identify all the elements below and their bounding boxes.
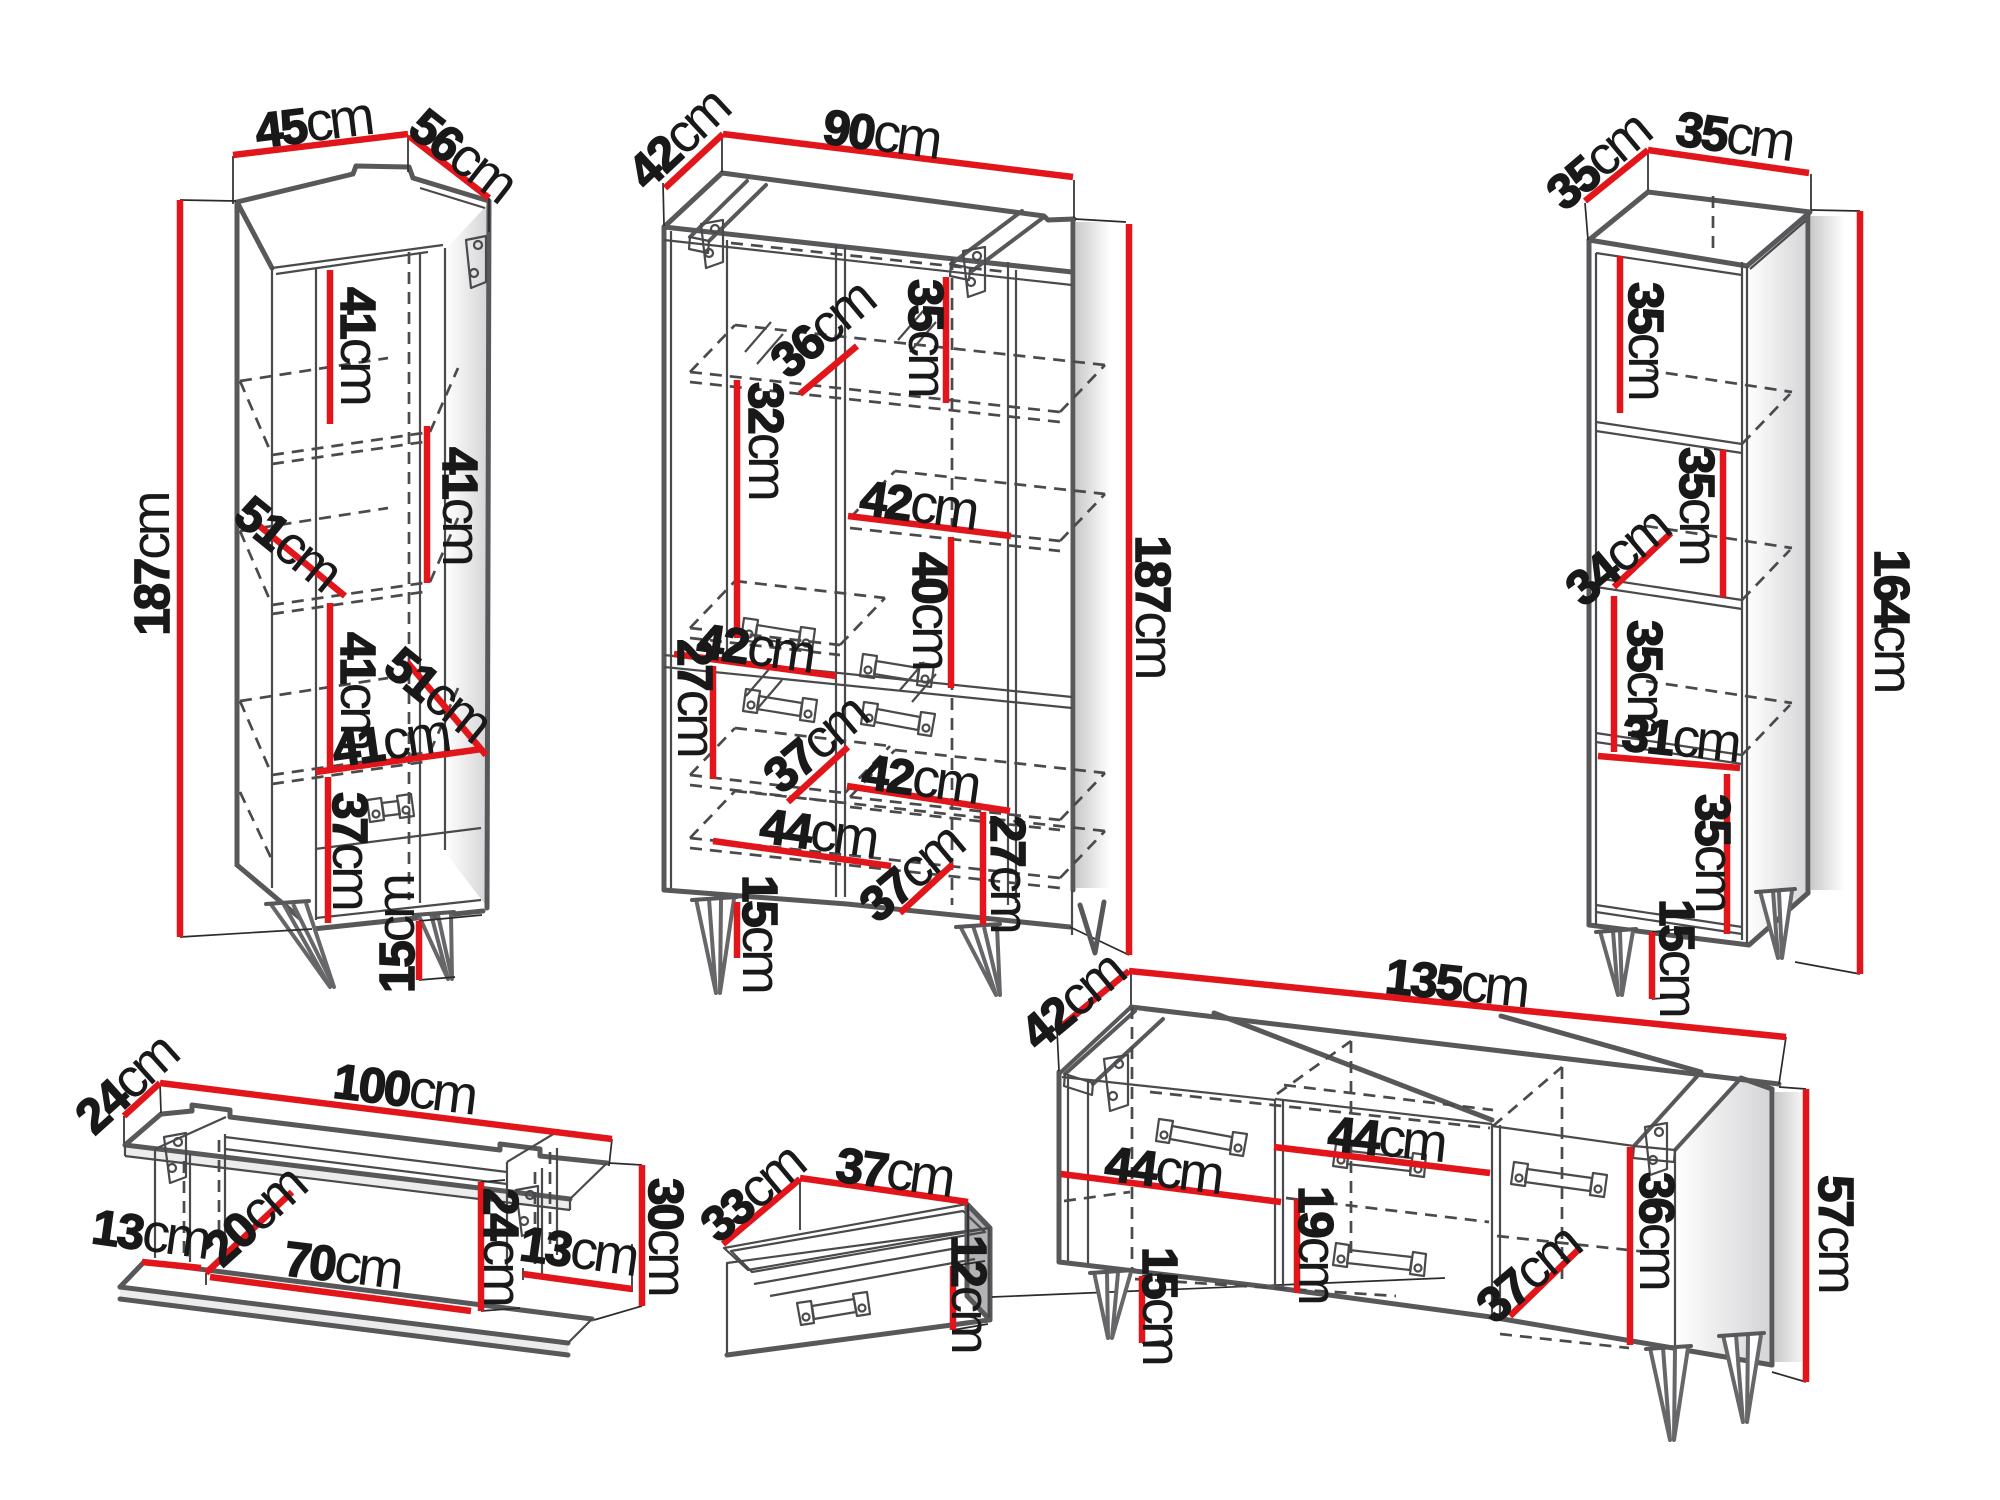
svg-text:36cm: 36cm xyxy=(1628,1172,1690,1289)
svg-text:100cm: 100cm xyxy=(330,1048,479,1127)
svg-text:187cm: 187cm xyxy=(1124,535,1186,677)
svg-text:41cm: 41cm xyxy=(328,701,453,779)
svg-text:35cm: 35cm xyxy=(897,279,959,396)
svg-text:15cm: 15cm xyxy=(731,875,793,992)
svg-text:19cm: 19cm xyxy=(1287,1186,1349,1303)
svg-text:35cm: 35cm xyxy=(1673,95,1798,173)
svg-text:37cm: 37cm xyxy=(321,792,383,909)
svg-text:15cm: 15cm xyxy=(1131,1247,1193,1364)
svg-text:70cm: 70cm xyxy=(281,1225,405,1301)
svg-text:42cm: 42cm xyxy=(694,607,819,685)
svg-text:15cm: 15cm xyxy=(364,876,426,993)
svg-text:31cm: 31cm xyxy=(1619,700,1742,774)
svg-text:41cm: 41cm xyxy=(329,287,391,404)
svg-text:42cm: 42cm xyxy=(857,464,982,542)
svg-text:35cm: 35cm xyxy=(1684,794,1746,911)
svg-text:164cm: 164cm xyxy=(1863,549,1925,691)
svg-text:32cm: 32cm xyxy=(737,382,799,499)
svg-text:187cm: 187cm xyxy=(119,493,181,635)
svg-text:13cm: 13cm xyxy=(89,1193,214,1271)
svg-text:90cm: 90cm xyxy=(820,93,945,171)
svg-text:35cm: 35cm xyxy=(1668,447,1730,564)
svg-text:44cm: 44cm xyxy=(1102,1130,1226,1206)
svg-text:15cm: 15cm xyxy=(1648,899,1710,1016)
svg-text:35cm: 35cm xyxy=(1617,282,1679,399)
svg-text:42cm: 42cm xyxy=(859,738,984,816)
svg-text:13cm: 13cm xyxy=(517,1210,642,1288)
svg-text:12cm: 12cm xyxy=(940,1235,1002,1352)
svg-text:27cm: 27cm xyxy=(979,815,1041,932)
svg-text:45cm: 45cm xyxy=(252,84,376,160)
svg-text:44cm: 44cm xyxy=(1325,1100,1448,1174)
svg-text:24cm: 24cm xyxy=(472,1188,534,1305)
svg-text:57cm: 57cm xyxy=(1807,1175,1869,1292)
svg-text:41cm: 41cm xyxy=(431,447,493,564)
svg-text:40cm: 40cm xyxy=(901,552,963,669)
svg-text:44cm: 44cm xyxy=(757,792,882,870)
svg-text:27cm: 27cm xyxy=(666,639,728,756)
svg-text:135cm: 135cm xyxy=(1383,943,1531,1020)
svg-text:30cm: 30cm xyxy=(637,1178,699,1295)
svg-text:41cm: 41cm xyxy=(329,632,391,749)
svg-text:37cm: 37cm xyxy=(833,1131,958,1209)
svg-text:35cm: 35cm xyxy=(1616,620,1678,737)
